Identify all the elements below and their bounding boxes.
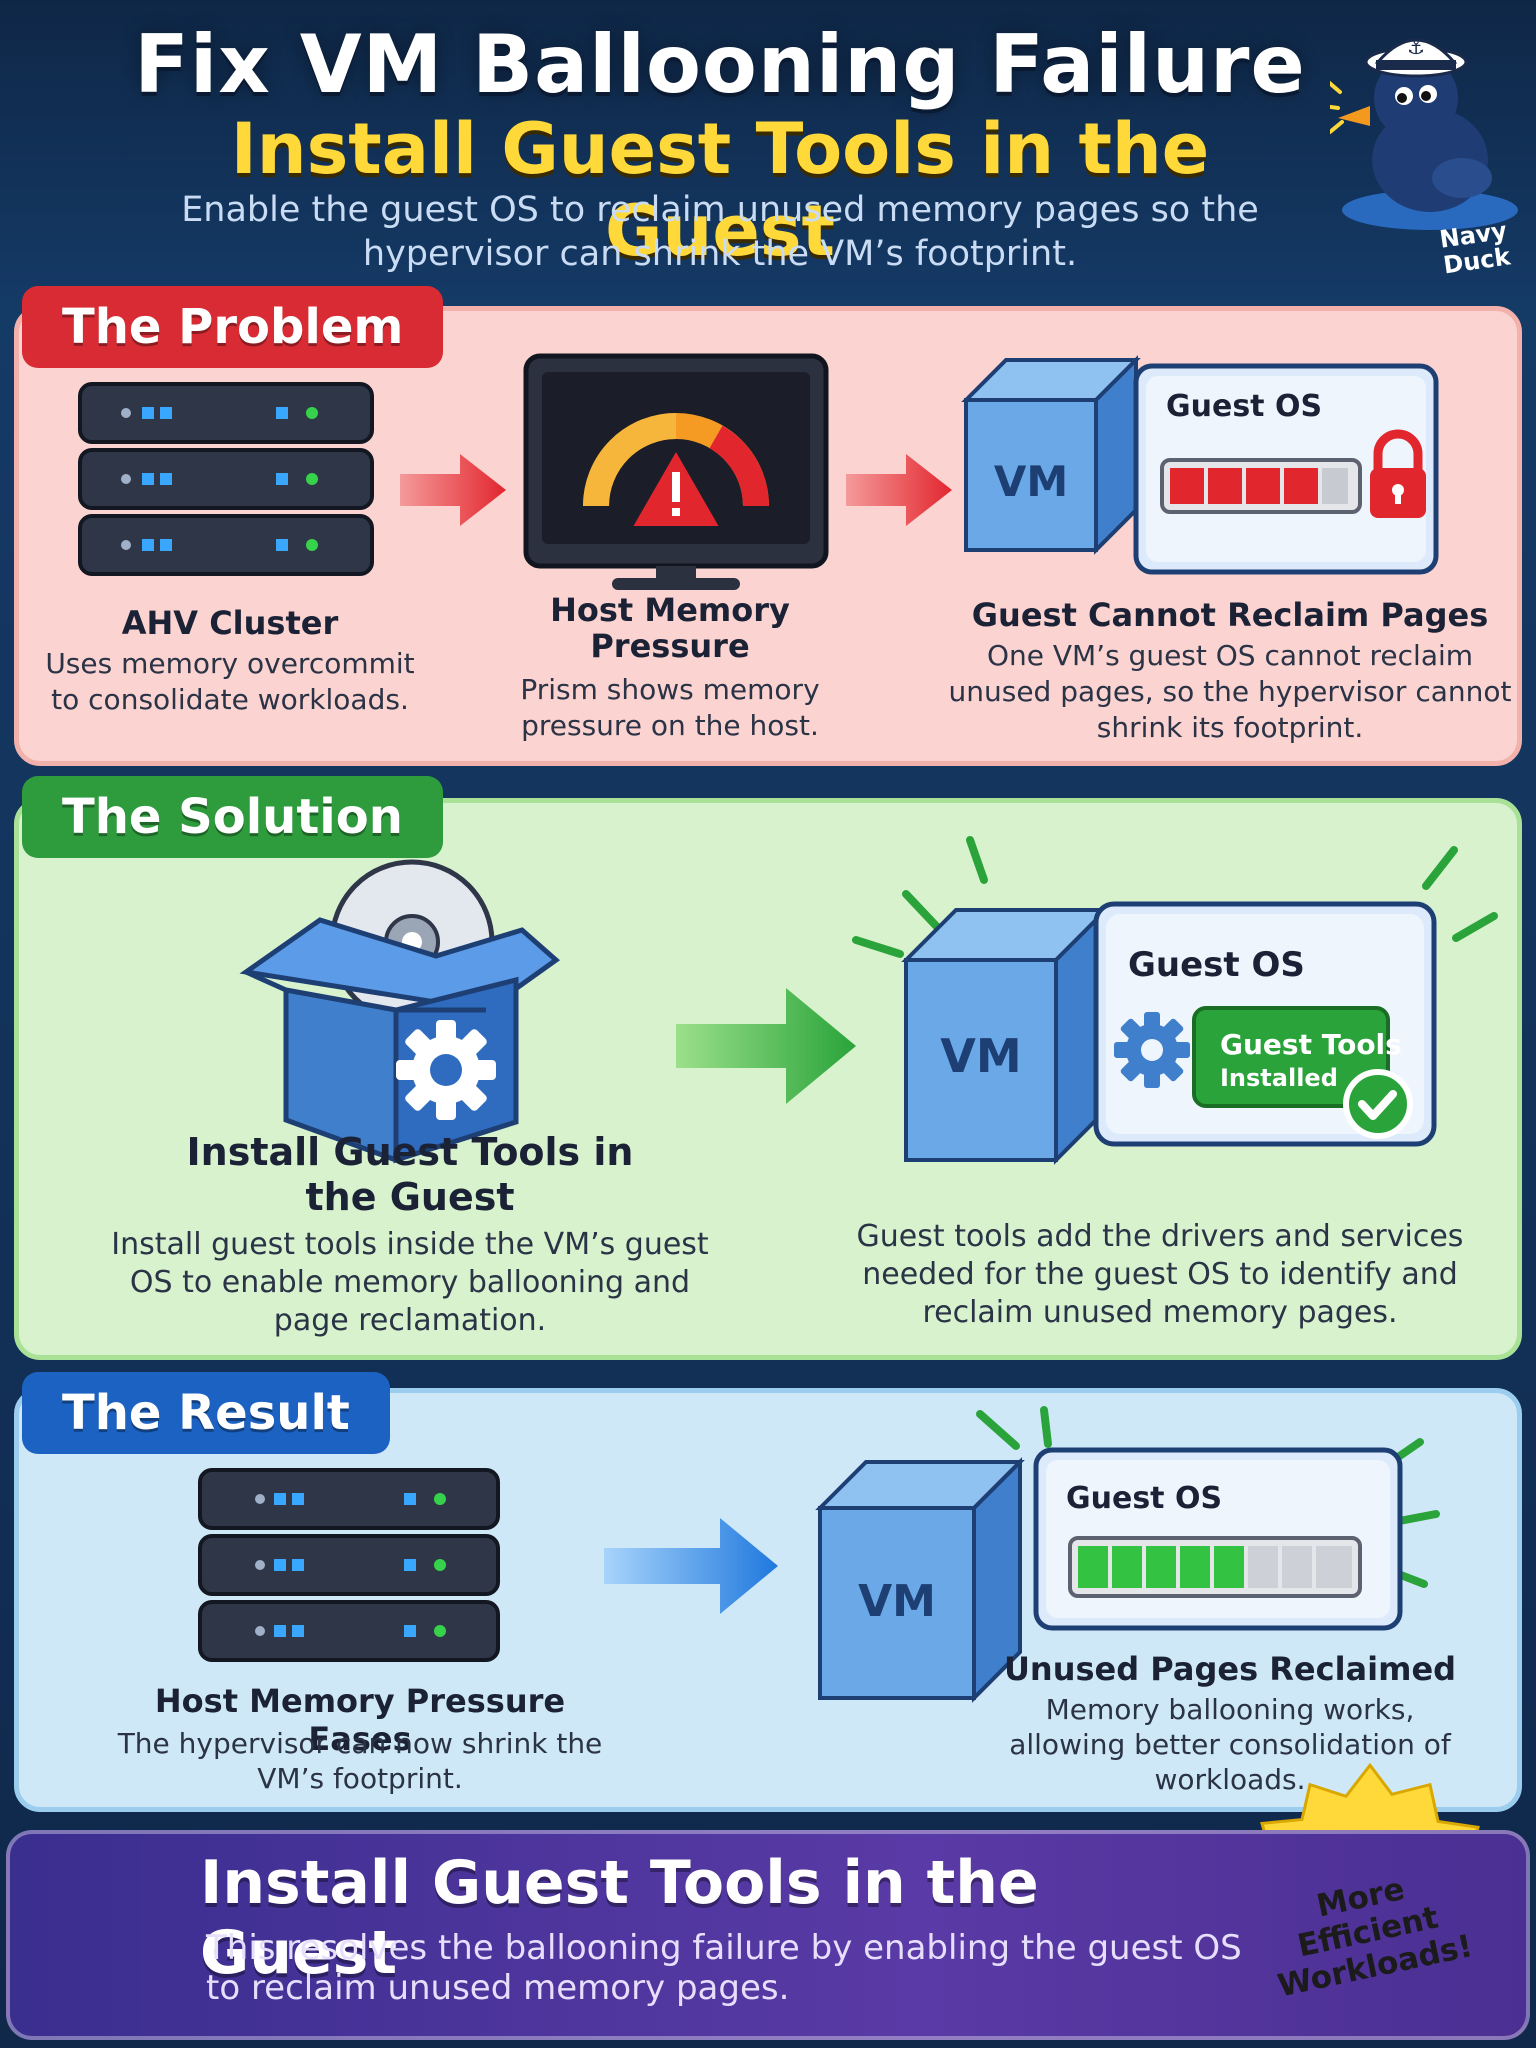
- footer-banner: [6, 1830, 1530, 2040]
- svg-text:⚓: ⚓: [1407, 35, 1425, 59]
- step-text: One VM’s guest OS cannot reclaim unused …: [948, 639, 1512, 744]
- navy-duck-mascot-icon: ⚓: [1330, 35, 1518, 230]
- arrow-right-icon: [676, 988, 856, 1104]
- footer-title: Install Guest Tools in the Guest: [200, 1848, 1039, 1988]
- step-heading: Host Memory Pressure Eases: [154, 1682, 566, 1758]
- step-heading: Install Guest Tools in the Guest: [186, 1130, 634, 1219]
- vm-tools-installed-icon: VM Guest OS Guest Tools Installed: [852, 836, 1498, 1165]
- footer-text: This resolves the ballooning failure by …: [206, 1928, 1242, 2008]
- guest-os-label: Guest OS: [1128, 945, 1305, 985]
- page-description: Enable the guest OS to reclaim unused me…: [181, 190, 1259, 274]
- problem-tag: The Problem: [22, 286, 444, 368]
- page-subtitle: Install Guest Tools in the Guest: [230, 108, 1210, 272]
- software-box-icon: [239, 859, 561, 1164]
- result-tag: The Result: [22, 1372, 390, 1454]
- svg-text:VM: VM: [858, 1576, 936, 1627]
- solution-tag: The Solution: [22, 776, 443, 858]
- step-text: Guest tools add the drivers and services…: [856, 1219, 1464, 1330]
- step-heading: AHV Cluster: [121, 604, 339, 642]
- server-rack-icon: [78, 382, 374, 576]
- step-text: Install guest tools inside the VM’s gues…: [111, 1227, 709, 1338]
- step-text: Uses memory overcommit to consolidate wo…: [45, 647, 415, 716]
- step-text: Prism shows memory pressure on the host.: [520, 673, 820, 742]
- guest-os-label: Guest OS: [1166, 389, 1322, 424]
- page-title: Fix VM Ballooning Failure: [134, 18, 1306, 111]
- lock-icon: [1370, 429, 1426, 518]
- vm-locked-memory-icon: VM Guest OS: [961, 355, 1439, 575]
- monitor-gauge-warning-icon: [523, 353, 829, 590]
- step-heading: Unused Pages Reclaimed: [1003, 1650, 1457, 1688]
- arrow-right-icon: [400, 454, 506, 526]
- step-heading: Host Memory Pressure: [550, 591, 790, 665]
- arrow-right-icon: [604, 1518, 778, 1614]
- gear-icon: [1114, 1012, 1190, 1088]
- arrow-right-icon: [846, 454, 952, 526]
- vm-memory-reclaimed-icon: VM: [815, 1406, 1440, 1703]
- svg-text:VM: VM: [994, 457, 1068, 506]
- tools-badge-line1: Guest Tools: [1220, 1028, 1402, 1061]
- step-text: Memory ballooning works, allowing better…: [1009, 1693, 1451, 1796]
- guest-os-memory-card: Guest OS: [1033, 1447, 1403, 1631]
- svg-text:VM: VM: [940, 1029, 1021, 1083]
- step-text: The hypervisor can now shrink the VM’s f…: [117, 1727, 603, 1795]
- step-heading: Guest Cannot Reclaim Pages: [971, 596, 1489, 634]
- server-rack-icon: [198, 1468, 500, 1662]
- checkmark-icon: [1343, 1069, 1413, 1139]
- tools-badge-line2: Installed: [1220, 1064, 1338, 1092]
- guest-os-label: Guest OS: [1066, 1481, 1222, 1516]
